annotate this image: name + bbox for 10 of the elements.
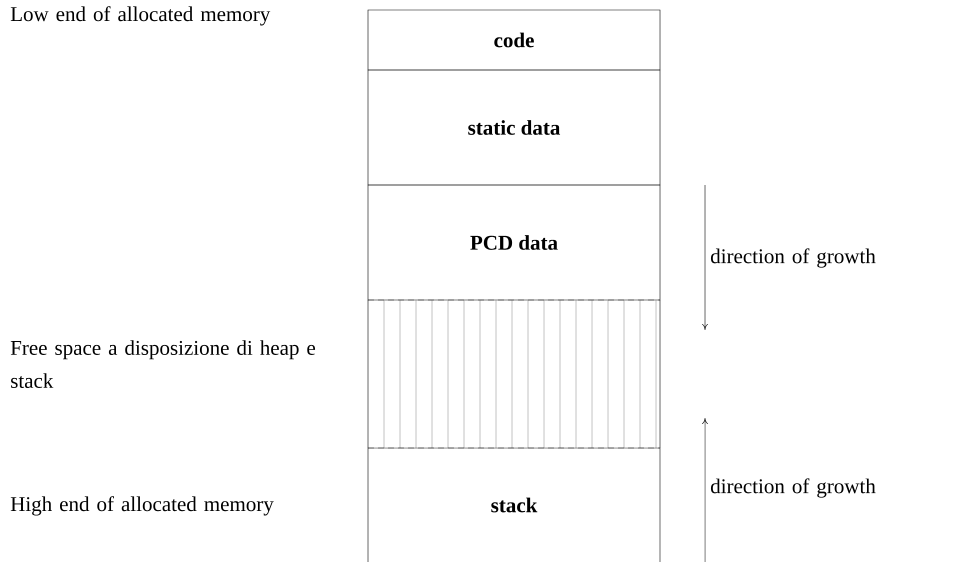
text-label: High end of allocated memory bbox=[10, 496, 274, 516]
memory-segment: PCD data bbox=[368, 184, 660, 300]
memory-segment: stack bbox=[368, 448, 660, 562]
text-label: direction of growth bbox=[710, 248, 876, 268]
memory-segment: static data bbox=[368, 70, 660, 186]
text-label: Free space a disposizione di heap e stack bbox=[10, 340, 316, 388]
text-label: direction of growth bbox=[710, 478, 876, 498]
text-label: Low end of allocated memory bbox=[10, 6, 270, 26]
memory-segment: code bbox=[368, 10, 660, 70]
free-space-block bbox=[368, 300, 660, 448]
